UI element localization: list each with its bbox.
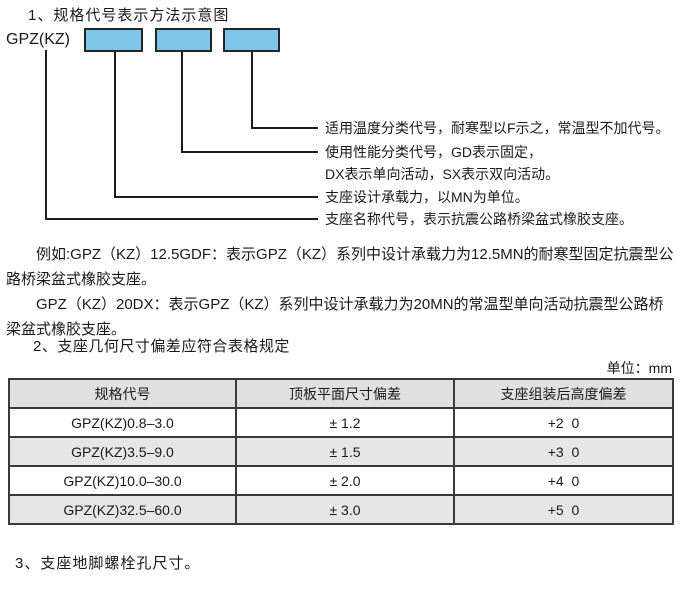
section3-heading: 3、支座地脚螺栓孔尺寸。: [15, 555, 201, 572]
cell-height-tolerance: +5 0: [453, 494, 674, 525]
table-row: GPZ(KZ)32.5–60.0 ± 3.0 +5 0: [8, 494, 674, 525]
cell-plate-tolerance: ± 3.0: [235, 494, 455, 525]
spec-code-box-1: [84, 28, 143, 52]
table-row: GPZ(KZ)3.5–9.0 ± 1.5 +3 0: [8, 436, 674, 467]
cell-height-tolerance: +2 0: [453, 407, 674, 438]
cell-spec-code: GPZ(KZ)3.5–9.0: [8, 436, 237, 467]
table-header-row: 规格代号 顶板平面尺寸偏差 支座组装后高度偏差: [8, 378, 674, 409]
header-top-plate-tolerance: 顶板平面尺寸偏差: [235, 378, 455, 409]
diagram-label-performance-cont: DX表示单向活动，SX表示双向活动。: [325, 166, 560, 182]
diagram-label-temperature: 适用温度分类代号，耐寒型以F示之，常温型不加代号。: [325, 120, 670, 136]
example-paragraph-2: GPZ（KZ）20DX：表示GPZ（KZ）系列中设计承载力为20MN的常温型单向…: [6, 296, 664, 338]
connector-vline-name-code: [45, 50, 47, 220]
section2-heading: 2、支座几何尺寸偏差应符合表格规定: [33, 338, 290, 355]
tolerance-table: 规格代号 顶板平面尺寸偏差 支座组装后高度偏差 GPZ(KZ)0.8–3.0 ±…: [8, 378, 674, 525]
connector-vline-temperature: [251, 52, 253, 129]
diagram-label-name-code: 支座名称代号，表示抗震公路桥梁盆式橡胶支座。: [325, 211, 633, 227]
spec-prefix-label: GPZ(KZ): [6, 31, 70, 48]
header-spec-code: 规格代号: [8, 378, 237, 409]
example-paragraphs: 例如:GPZ（KZ）12.5GDF：表示GPZ（KZ）系列中设计承载力为12.5…: [6, 242, 674, 342]
diagram-label-capacity: 支座设计承载力，以MN为单位。: [325, 189, 529, 205]
cell-spec-code: GPZ(KZ)0.8–3.0: [8, 407, 237, 438]
header-assembled-height-tolerance: 支座组装后高度偏差: [453, 378, 674, 409]
connector-hline-capacity: [114, 196, 318, 198]
connector-hline-temperature: [251, 127, 318, 129]
connector-vline-capacity: [114, 52, 116, 198]
diagram-label-performance: 使用性能分类代号，GD表示固定，: [325, 144, 542, 160]
cell-spec-code: GPZ(KZ)10.0–30.0: [8, 465, 237, 496]
cell-plate-tolerance: ± 1.2: [235, 407, 455, 438]
cell-spec-code: GPZ(KZ)32.5–60.0: [8, 494, 237, 525]
table-row: GPZ(KZ)0.8–3.0 ± 1.2 +2 0: [8, 407, 674, 438]
section1-heading: 1、规格代号表示方法示意图: [28, 7, 230, 24]
connector-hline-name-code: [45, 218, 318, 220]
spec-code-box-3: [223, 28, 280, 52]
unit-label: 单位：mm: [606, 360, 672, 376]
example-paragraph-1: 例如:GPZ（KZ）12.5GDF：表示GPZ（KZ）系列中设计承载力为12.5…: [6, 246, 674, 288]
cell-height-tolerance: +4 0: [453, 465, 674, 496]
cell-plate-tolerance: ± 1.5: [235, 436, 455, 467]
cell-plate-tolerance: ± 2.0: [235, 465, 455, 496]
connector-hline-performance: [181, 151, 318, 153]
connector-vline-performance: [181, 52, 183, 153]
spec-code-box-2: [155, 28, 212, 52]
table-row: GPZ(KZ)10.0–30.0 ± 2.0 +4 0: [8, 465, 674, 496]
cell-height-tolerance: +3 0: [453, 436, 674, 467]
